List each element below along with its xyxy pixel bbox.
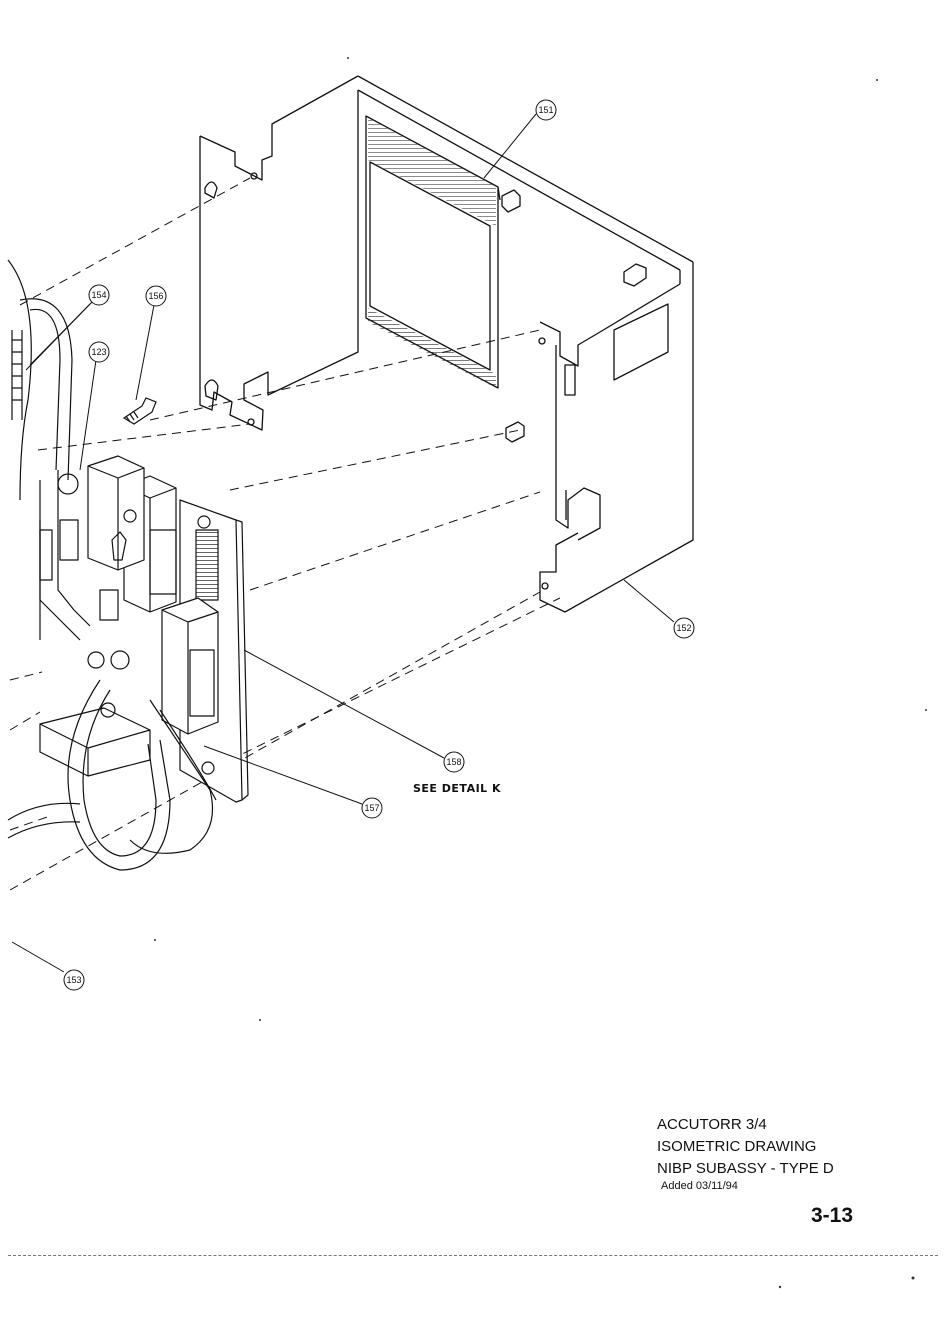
left-hose (12, 330, 22, 420)
svg-text:156: 156 (148, 291, 163, 301)
svg-text:152: 152 (676, 623, 691, 633)
svg-text:154: 154 (91, 290, 106, 300)
added-date: Added 03/11/94 (661, 1180, 834, 1193)
callout-156: 156 (146, 286, 166, 306)
cover-housing (200, 76, 693, 612)
title-block: ACCUTORR 3/4 ISOMETRIC DRAWING NIBP SUBA… (657, 1114, 834, 1193)
svg-text:153: 153 (66, 975, 81, 985)
callout-154: 154 (89, 285, 109, 305)
callout-157: 157 (362, 798, 382, 818)
see-detail-note: SEE DETAIL K (413, 782, 501, 795)
bottom-rule (8, 1255, 938, 1256)
callout-153: 153 (64, 970, 84, 990)
svg-text:123: 123 (91, 347, 106, 357)
page-number: 3-13 (811, 1204, 853, 1228)
callout-152: 152 (674, 618, 694, 638)
callout-158: 158 (444, 752, 464, 772)
scan-specks (154, 57, 927, 1288)
svg-text:157: 157 (364, 803, 379, 813)
callout-123: 123 (89, 342, 109, 362)
svg-text:158: 158 (446, 757, 461, 767)
title-line-model: ACCUTORR 3/4 (657, 1114, 834, 1136)
title-line-drawing-type: ISOMETRIC DRAWING (657, 1136, 834, 1158)
svg-text:151: 151 (538, 105, 553, 115)
callout-151: 151 (536, 100, 556, 120)
title-line-subassy: NIBP SUBASSY - TYPE D (657, 1158, 834, 1180)
